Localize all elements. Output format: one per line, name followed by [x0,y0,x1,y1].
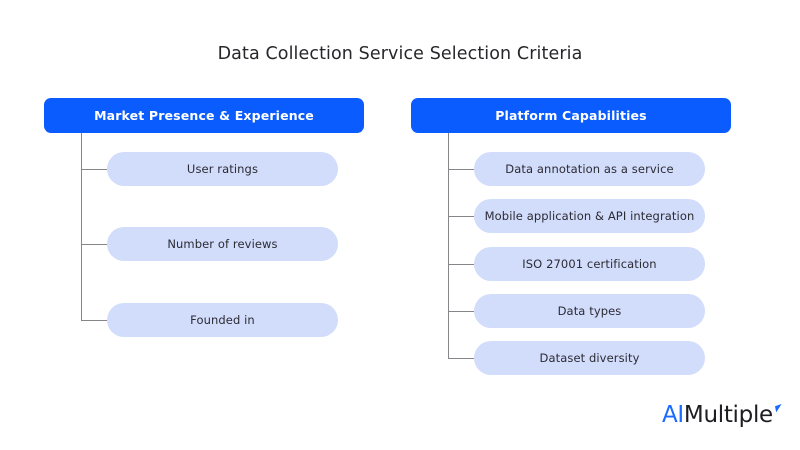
leaf-item-iso-27001-certification[interactable]: ISO 27001 certification [474,247,705,281]
aimultiple-logo: AI Multiple [662,400,784,430]
leaf-item-data-types[interactable]: Data types [474,294,705,328]
connector-stub-left-2 [81,244,107,245]
connector-stub-left-1 [81,169,107,170]
leaf-item-label: Data annotation as a service [505,162,674,176]
leaf-item-user-ratings[interactable]: User ratings [107,152,338,186]
branch-header-market-presence-experience[interactable]: Market Presence & Experience [44,98,364,133]
connector-stub-right-1 [448,169,474,170]
logo-main-text: Multiple [683,402,773,428]
connector-stub-right-3 [448,264,474,265]
leaf-item-data-annotation-as-a-service[interactable]: Data annotation as a service [474,152,705,186]
branch-header-platform-capabilities[interactable]: Platform Capabilities [411,98,731,133]
connector-trunk-left [81,133,82,320]
page-title: Data Collection Service Selection Criter… [217,44,583,64]
branch-header-label: Platform Capabilities [495,108,647,123]
leaf-item-label: Dataset diversity [539,351,640,365]
logo-accent-text: AI [662,402,684,428]
connector-stub-right-4 [448,311,474,312]
leaf-item-label: Founded in [190,313,255,327]
leaf-item-label: Data types [557,304,622,318]
leaf-item-dataset-diversity[interactable]: Dataset diversity [474,341,705,375]
leaf-item-number-of-reviews[interactable]: Number of reviews [107,227,338,261]
connector-stub-right-5 [448,358,474,359]
leaf-item-founded-in[interactable]: Founded in [107,303,338,337]
leaf-item-label: ISO 27001 certification [522,257,657,271]
connector-stub-left-3 [81,320,107,321]
connector-stub-right-2 [448,216,474,217]
connector-trunk-right [448,133,449,358]
leaf-item-mobile-application-api-integration[interactable]: Mobile application & API integration [474,199,705,233]
leaf-item-label: Mobile application & API integration [484,209,695,223]
branch-header-label: Market Presence & Experience [94,108,314,123]
leaf-item-label: Number of reviews [167,237,278,251]
leaf-item-label: User ratings [186,162,259,176]
tick-accent-icon [774,400,784,430]
